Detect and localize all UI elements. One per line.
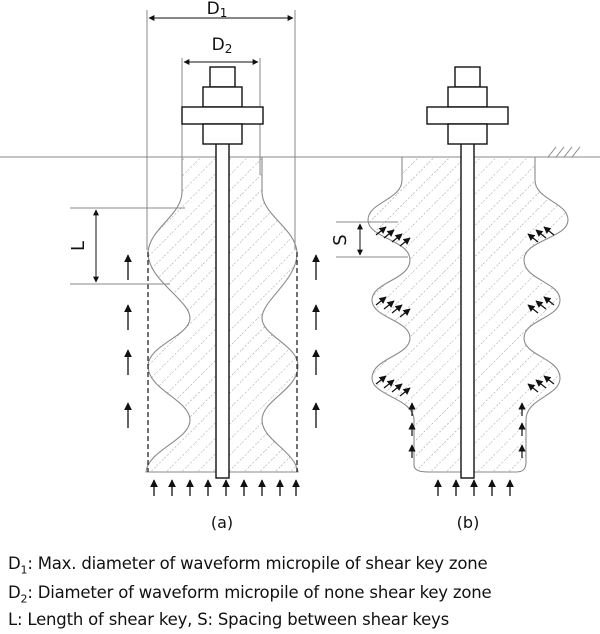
legend-d2: D2: Diameter of waveform micropile of no… xyxy=(8,583,492,606)
panel-b-label: (b) xyxy=(457,513,480,532)
bearing-plate-a xyxy=(181,106,264,125)
legend-d1: D1: Max. diameter of waveform micropile … xyxy=(8,554,488,577)
ground-hatch-icon xyxy=(547,146,581,158)
base-arrows-b xyxy=(434,479,514,496)
shear-key-arrows-right-b xyxy=(527,226,555,393)
d1-label: D1 xyxy=(207,0,228,20)
bearing-plate-b xyxy=(426,106,509,125)
panel-a: D1 D2 L xyxy=(68,0,320,532)
d2-label: D2 xyxy=(212,35,233,56)
length-label: L xyxy=(68,241,89,251)
legend-l-s: L: Length of shear key, S: Spacing betwe… xyxy=(8,610,450,629)
panel-a-label: (a) xyxy=(211,513,233,532)
spacing-label: S xyxy=(330,234,351,245)
side-arrows-b xyxy=(408,402,526,458)
pile-rod-b xyxy=(460,137,475,479)
side-shear-arrows-a xyxy=(124,254,320,428)
panel-b: S xyxy=(330,66,569,532)
micropile-diagram: D1 D2 L xyxy=(0,0,600,532)
shear-key-arrows-left-b xyxy=(375,226,411,397)
base-arrows-a xyxy=(150,479,300,496)
pile-rod-a xyxy=(215,137,230,479)
